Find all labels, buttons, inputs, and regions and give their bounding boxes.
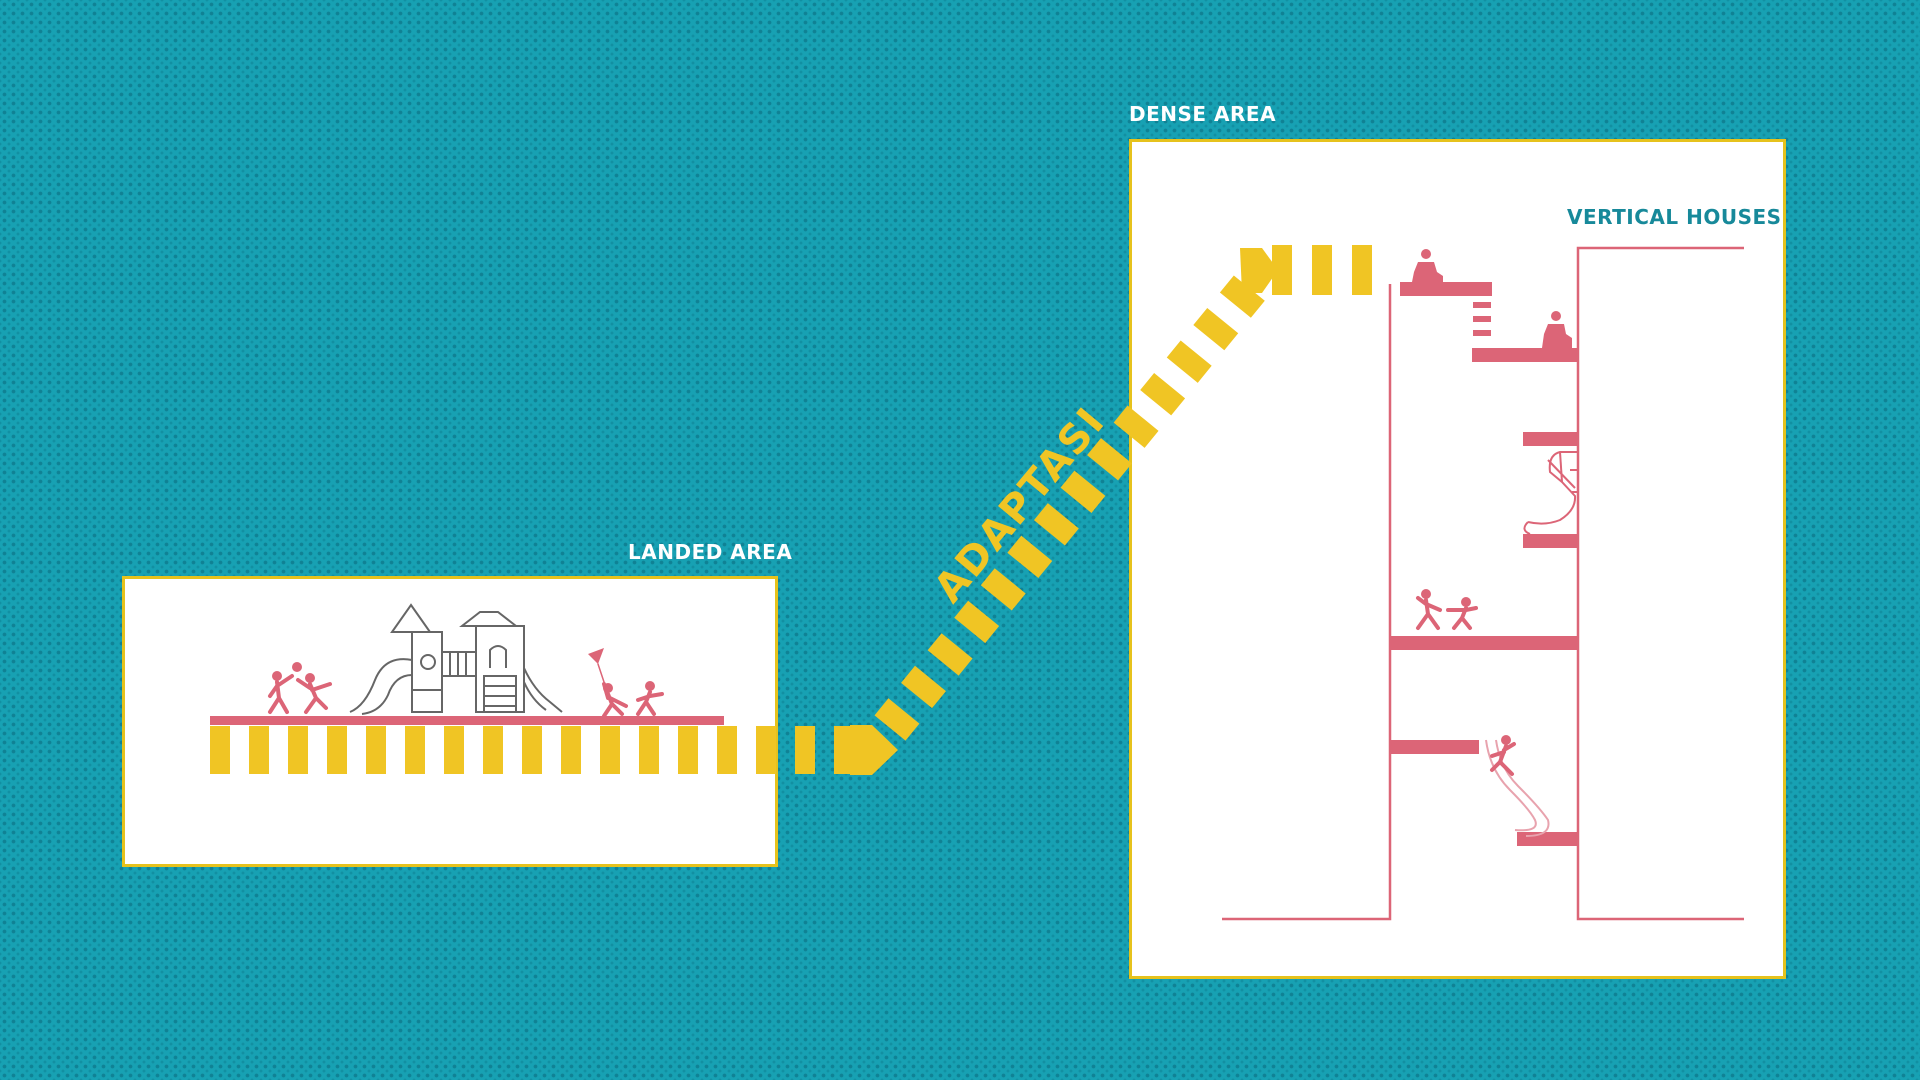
dense-area-panel <box>1129 139 1786 979</box>
children-ball-icon <box>268 662 332 714</box>
stair-step-1 <box>1473 302 1491 308</box>
path-line-diagonal <box>874 262 1276 741</box>
tube-slide-icon <box>1523 451 1578 535</box>
platform-3 <box>1523 432 1578 446</box>
person-sliding-icon <box>1485 735 1550 837</box>
stair-step-2 <box>1473 316 1491 322</box>
platform-2 <box>1472 348 1578 362</box>
playground-structure-icon <box>349 603 563 715</box>
landed-area-label: LANDED AREA <box>628 540 793 564</box>
dense-area-contents <box>1222 246 1744 921</box>
ground-platform <box>210 716 724 725</box>
platform-5 <box>1391 636 1578 650</box>
building-right-outline <box>1576 246 1744 921</box>
landed-area-contents <box>210 603 724 725</box>
platform-4 <box>1523 534 1578 548</box>
vertical-houses-label: VERTICAL HOUSES <box>1567 205 1782 229</box>
dense-area-label: DENSE AREA <box>1129 102 1277 126</box>
path-arrow-head-2 <box>1240 248 1278 293</box>
adaptation-path <box>210 245 1382 775</box>
platform-connector <box>1480 282 1492 296</box>
children-running-icon <box>1416 589 1478 630</box>
platform-7 <box>1517 832 1578 846</box>
path-arrow-head-1 <box>850 725 898 775</box>
stair-step-3 <box>1473 330 1491 336</box>
children-kite-icon <box>588 648 664 718</box>
person-sitting-icon <box>1412 249 1572 348</box>
platform-1 <box>1400 282 1492 296</box>
platform-6 <box>1391 740 1479 754</box>
building-left-outline <box>1222 284 1392 921</box>
